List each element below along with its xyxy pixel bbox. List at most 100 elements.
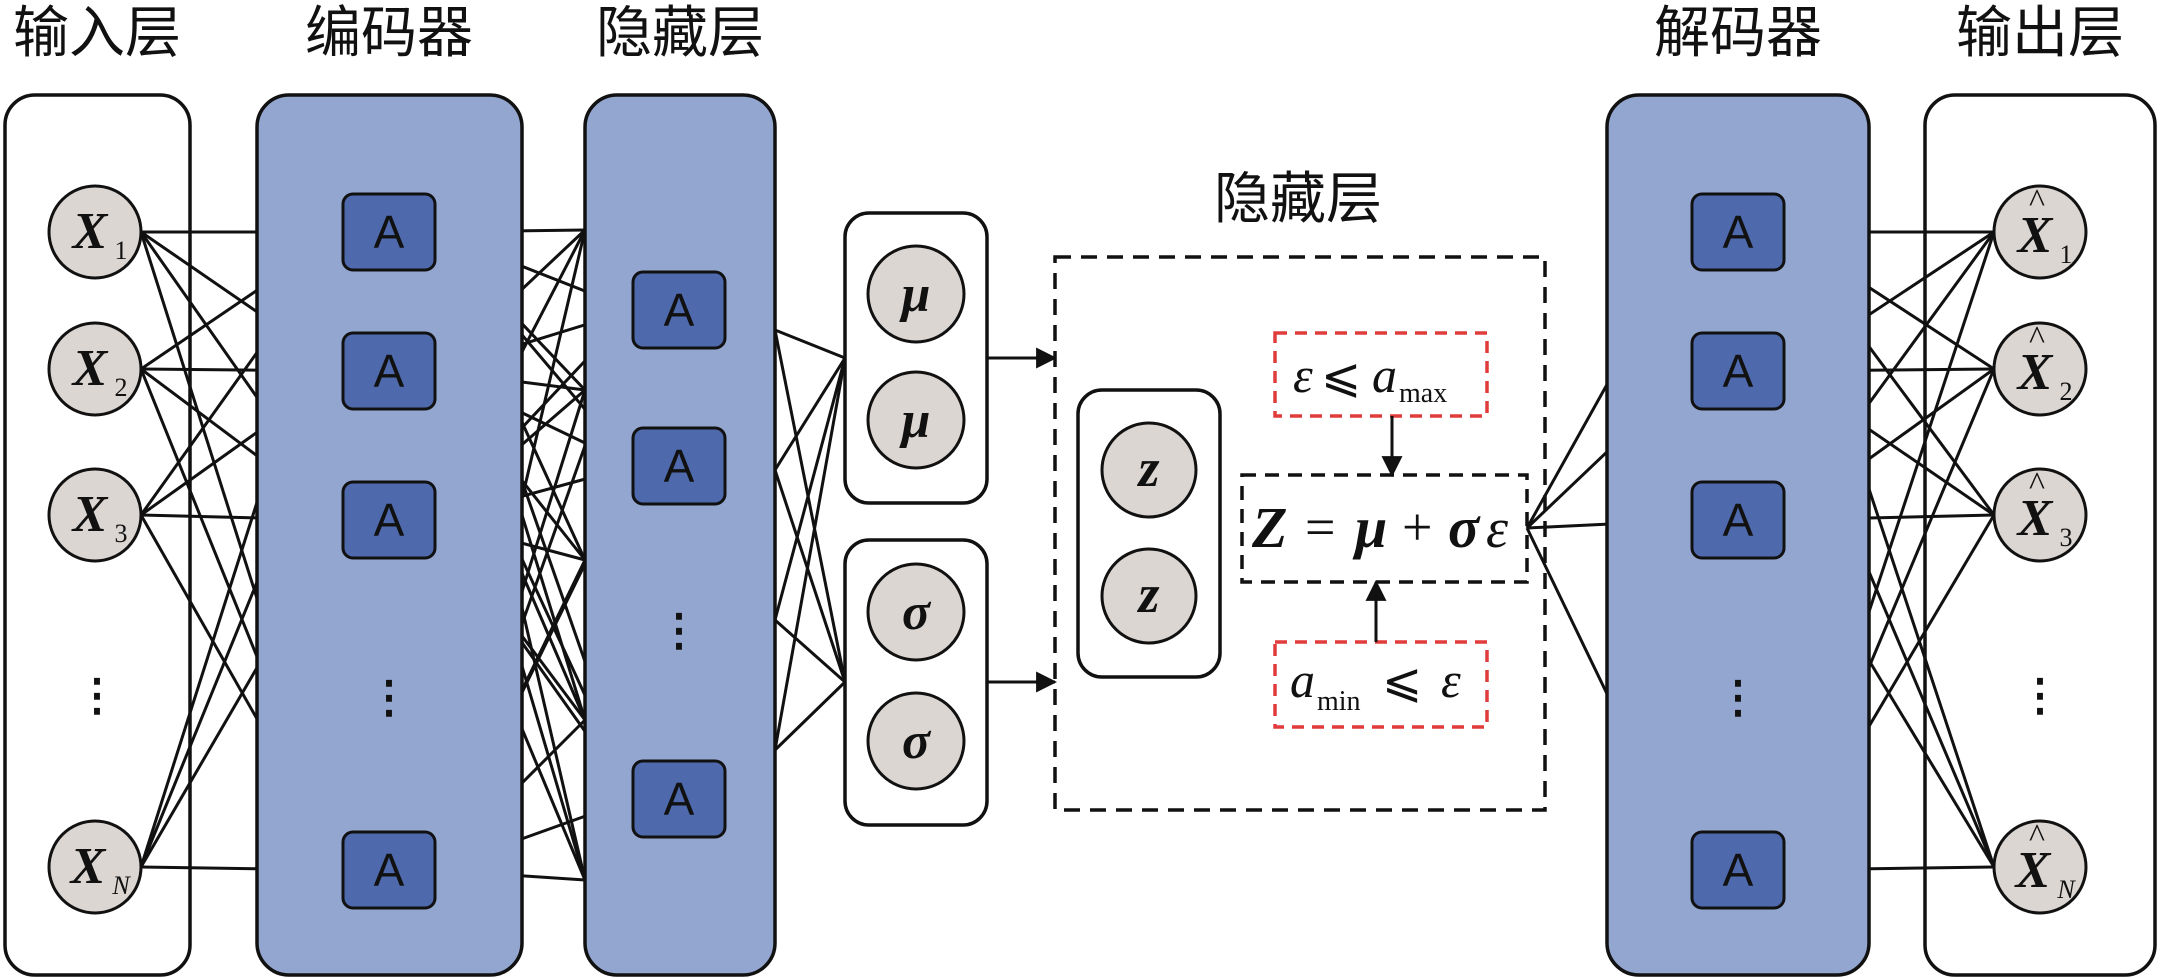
decoder-unit-1: A xyxy=(1690,192,1786,272)
encoder-unit-2: A xyxy=(341,331,437,411)
svg-text:X: X xyxy=(71,340,109,397)
encoder-ellipsis: ⋮ xyxy=(367,673,411,722)
svg-text:1: 1 xyxy=(115,236,128,265)
encoder-unit-1: A xyxy=(341,192,437,272)
svg-text:A: A xyxy=(374,494,405,546)
input-node-2: X 2 xyxy=(47,321,143,417)
svg-text:A: A xyxy=(374,844,405,896)
svg-text:X: X xyxy=(71,203,109,260)
svg-text:A: A xyxy=(1723,206,1754,258)
latent-layer-title: 隐藏层 xyxy=(1214,167,1382,232)
encoder-unit-n: A xyxy=(341,830,437,910)
svg-text:A: A xyxy=(664,773,695,825)
svg-text:σ: σ xyxy=(1448,495,1481,560)
connection-hidden-mu xyxy=(773,357,847,751)
encoder-title: 编码器 xyxy=(305,1,473,66)
svg-text:ε: ε xyxy=(1486,498,1509,560)
hidden-unit-1: A xyxy=(631,270,727,350)
svg-text:+: + xyxy=(1402,497,1432,557)
constraint-top-box xyxy=(1273,331,1489,418)
svg-text:3: 3 xyxy=(115,519,128,548)
hidden-unit-2: A xyxy=(631,426,727,506)
svg-text:X: X xyxy=(69,838,107,895)
input-node-1: X 1 xyxy=(47,184,143,280)
svg-text:σ: σ xyxy=(902,713,932,770)
decoder-unit-2: A xyxy=(1690,331,1786,411)
svg-text:^: ^ xyxy=(2029,818,2045,855)
svg-text:min: min xyxy=(1317,686,1361,717)
svg-text:A: A xyxy=(1723,345,1754,397)
svg-text:1: 1 xyxy=(2060,240,2073,269)
svg-text:Z: Z xyxy=(1251,495,1287,560)
output-node-2: ^ X 2 xyxy=(1992,320,2088,417)
svg-text:μ: μ xyxy=(899,266,931,323)
svg-text:=: = xyxy=(1305,497,1335,557)
svg-text:N: N xyxy=(111,871,131,900)
output-node-n: ^ X N xyxy=(1992,818,2088,915)
svg-text:2: 2 xyxy=(2060,377,2073,406)
z-node-2: z xyxy=(1100,547,1198,645)
output-node-3: ^ X 3 xyxy=(1992,466,2088,563)
svg-text:ε: ε xyxy=(1441,652,1461,708)
hidden-layer-panel xyxy=(583,93,777,977)
decoder-ellipsis: ⋮ xyxy=(1716,673,1760,722)
svg-text:⩽: ⩽ xyxy=(1382,655,1422,708)
svg-text:z: z xyxy=(1136,564,1159,624)
connection-hidden-sigma xyxy=(774,618,846,684)
constraint-top: ε ⩽ a max xyxy=(1293,347,1447,409)
svg-text:^: ^ xyxy=(2029,183,2045,220)
svg-text:A: A xyxy=(664,440,695,492)
sigma-node-1: σ xyxy=(866,562,966,662)
svg-text:X: X xyxy=(2016,344,2054,401)
svg-text:X: X xyxy=(2016,207,2054,264)
mu-node-1: μ xyxy=(866,244,966,344)
latent-box xyxy=(1053,255,1547,812)
z-node-1: z xyxy=(1100,421,1198,519)
svg-text:X: X xyxy=(71,486,109,543)
constraint-bottom-box xyxy=(1273,640,1489,729)
svg-text:2: 2 xyxy=(115,373,128,402)
connection-hidden-sigma xyxy=(773,680,847,752)
svg-text:max: max xyxy=(1399,378,1447,409)
input-layer-panel xyxy=(3,93,192,977)
svg-text:a: a xyxy=(1372,347,1397,403)
mu-node-2: μ xyxy=(866,370,966,470)
svg-text:3: 3 xyxy=(2060,523,2073,552)
output-ellipsis: ⋮ xyxy=(2018,671,2062,720)
svg-text:a: a xyxy=(1290,652,1315,708)
svg-text:z: z xyxy=(1136,438,1159,498)
svg-text:σ: σ xyxy=(902,584,932,641)
svg-text:μ: μ xyxy=(1352,495,1387,560)
svg-text:^: ^ xyxy=(2029,320,2045,357)
reparam-equation: Z = μ + σ ε xyxy=(1251,495,1509,560)
svg-text:⩽: ⩽ xyxy=(1321,350,1361,403)
svg-text:^: ^ xyxy=(2029,466,2045,503)
svg-text:ε: ε xyxy=(1293,347,1313,403)
connection-hidden-sigma xyxy=(773,469,847,683)
sigma-node-2: σ xyxy=(866,691,966,791)
svg-text:N: N xyxy=(2056,875,2076,904)
output-layer-title: 输出层 xyxy=(1956,1,2124,66)
svg-text:μ: μ xyxy=(899,392,931,449)
decoder-unit-3: A xyxy=(1690,480,1786,560)
svg-text:A: A xyxy=(664,284,695,336)
svg-text:A: A xyxy=(1723,844,1754,896)
output-layer-panel xyxy=(1923,93,2157,977)
hidden-unit-n: A xyxy=(631,759,727,839)
input-node-3: X 3 xyxy=(47,467,143,563)
svg-text:X: X xyxy=(2016,490,2054,547)
connection-hidden-mu xyxy=(773,357,847,621)
input-layer-title: 输入层 xyxy=(13,1,181,66)
connection-hidden-mu xyxy=(773,357,847,471)
decoder-title: 解码器 xyxy=(1654,1,1822,66)
hidden-layer-title: 隐藏层 xyxy=(596,1,764,66)
connection-hidden-sigma xyxy=(773,329,847,683)
svg-text:A: A xyxy=(374,345,405,397)
hidden-ellipsis: ⋮ xyxy=(657,606,701,655)
encoder-unit-3: A xyxy=(341,480,437,560)
output-node-1: ^ X 1 xyxy=(1992,183,2088,280)
decoder-unit-n: A xyxy=(1690,830,1786,910)
input-node-n: X N xyxy=(47,819,143,915)
svg-text:A: A xyxy=(374,206,405,258)
